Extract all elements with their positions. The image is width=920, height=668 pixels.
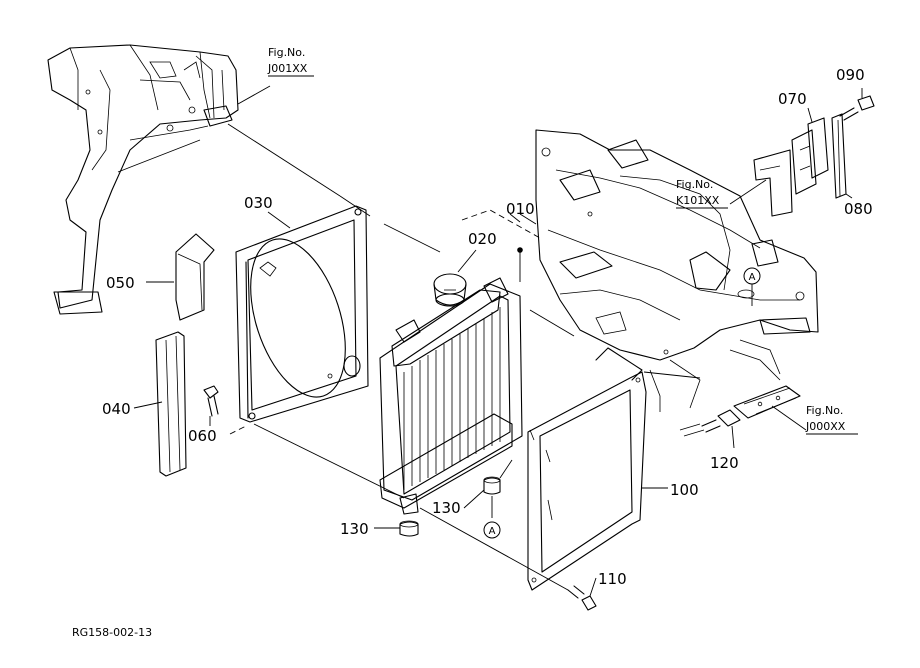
plate-080 <box>831 113 847 199</box>
bolt-060 <box>203 385 219 417</box>
label-070: 070 <box>778 90 807 108</box>
side-frame-assembly <box>535 129 819 412</box>
cushion-130-b <box>399 520 419 537</box>
label-020: 020 <box>468 230 497 248</box>
fan-shroud <box>235 205 369 423</box>
figref-j001xx-line2: J001XX <box>267 62 308 75</box>
label-060: 060 <box>188 427 217 445</box>
side-bracket-assembly <box>753 149 793 217</box>
marker-a-upper: A <box>743 267 761 285</box>
marker-a-upper-text: A <box>749 272 756 283</box>
bracket-070 <box>791 117 829 195</box>
label-090: 090 <box>836 66 865 84</box>
bolt-110 <box>567 585 597 611</box>
label-100: 100 <box>670 481 699 499</box>
figref-j001xx-line1: Fig.No. <box>268 46 305 59</box>
marker-a-lower-text: A <box>489 526 496 537</box>
label-050: 050 <box>106 274 135 292</box>
cushion-130-a <box>483 476 501 495</box>
label-040: 040 <box>102 400 131 418</box>
seal-strip <box>155 331 187 477</box>
figref-k101xx: Fig.No. K101XX <box>676 178 728 209</box>
figref-k101xx-line1: Fig.No. <box>676 178 713 191</box>
bolt-120 <box>679 409 741 437</box>
label-080: 080 <box>844 200 873 218</box>
label-120: 120 <box>710 454 739 472</box>
cover-panel <box>175 233 215 321</box>
figref-j000xx: Fig.No. J000XX <box>805 404 858 435</box>
figref-j000xx-line1: Fig.No. <box>806 404 843 417</box>
figref-j001xx: Fig.No. J001XX <box>267 46 314 77</box>
figref-j000xx-line2: J000XX <box>805 420 846 433</box>
upper-frame-assembly <box>47 44 239 315</box>
radiator-cap <box>433 273 467 307</box>
drawing-id: RG158-002-13 <box>72 626 152 639</box>
figref-k101xx-line2: K101XX <box>676 194 720 207</box>
radiator <box>379 247 523 515</box>
bolt-090 <box>839 95 875 121</box>
marker-a-lower: A <box>483 521 501 539</box>
lower-bracket <box>729 349 801 419</box>
label-130-lower: 130 <box>340 520 369 538</box>
label-010: 010 <box>506 200 535 218</box>
label-130-upper: 130 <box>432 499 461 517</box>
label-030: 030 <box>244 194 273 212</box>
guard-frame <box>527 347 647 591</box>
label-110: 110 <box>598 570 627 588</box>
